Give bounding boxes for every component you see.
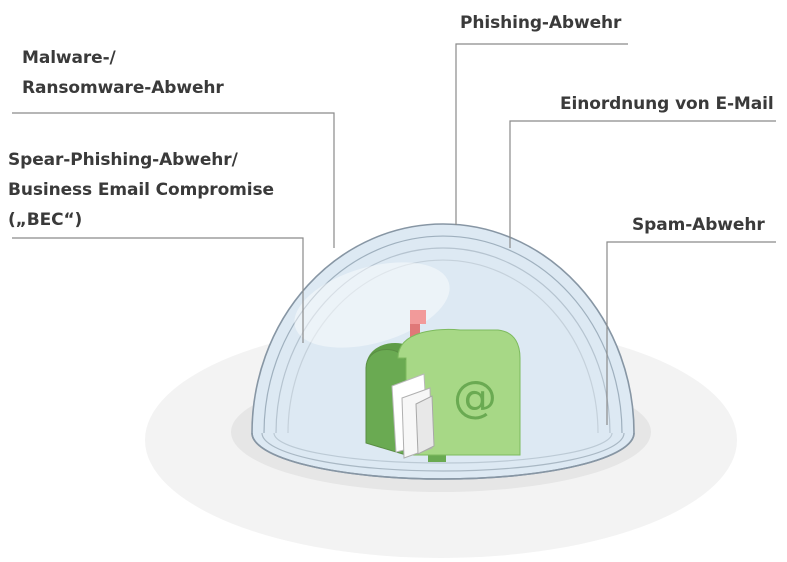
label-malware: Malware-/ Ransomware-Abwehr [22, 43, 224, 103]
envelope-icon [391, 373, 435, 459]
label-spear-phishing: Spear-Phishing-Abwehr/ Business Email Co… [8, 145, 274, 235]
leader-phishing [455, 43, 628, 225]
label-einordnung: Einordnung von E-Mail [560, 89, 774, 119]
at-sign-icon: @ [453, 372, 497, 423]
label-einordnung-text: Einordnung von E-Mail [560, 94, 774, 114]
leader-lines [12, 43, 776, 425]
label-spear-line1: Spear-Phishing-Abwehr/ [8, 150, 238, 170]
label-phishing-text: Phishing-Abwehr [460, 13, 622, 33]
leader-einordnung [509, 120, 776, 248]
label-malware-line2: Ransomware-Abwehr [22, 78, 224, 98]
label-malware-line1: Malware-/ [22, 48, 116, 68]
label-phishing: Phishing-Abwehr [460, 8, 621, 38]
label-spear-line2: Business Email Compromise [8, 180, 274, 200]
leader-spam [606, 241, 776, 425]
leader-spear [12, 237, 304, 343]
label-spam-text: Spam-Abwehr [632, 215, 765, 235]
label-spam: Spam-Abwehr [632, 210, 765, 240]
label-spear-line3: („BEC“) [8, 210, 83, 230]
leader-malware [12, 112, 335, 248]
mailbox-icon: @ [365, 310, 521, 462]
